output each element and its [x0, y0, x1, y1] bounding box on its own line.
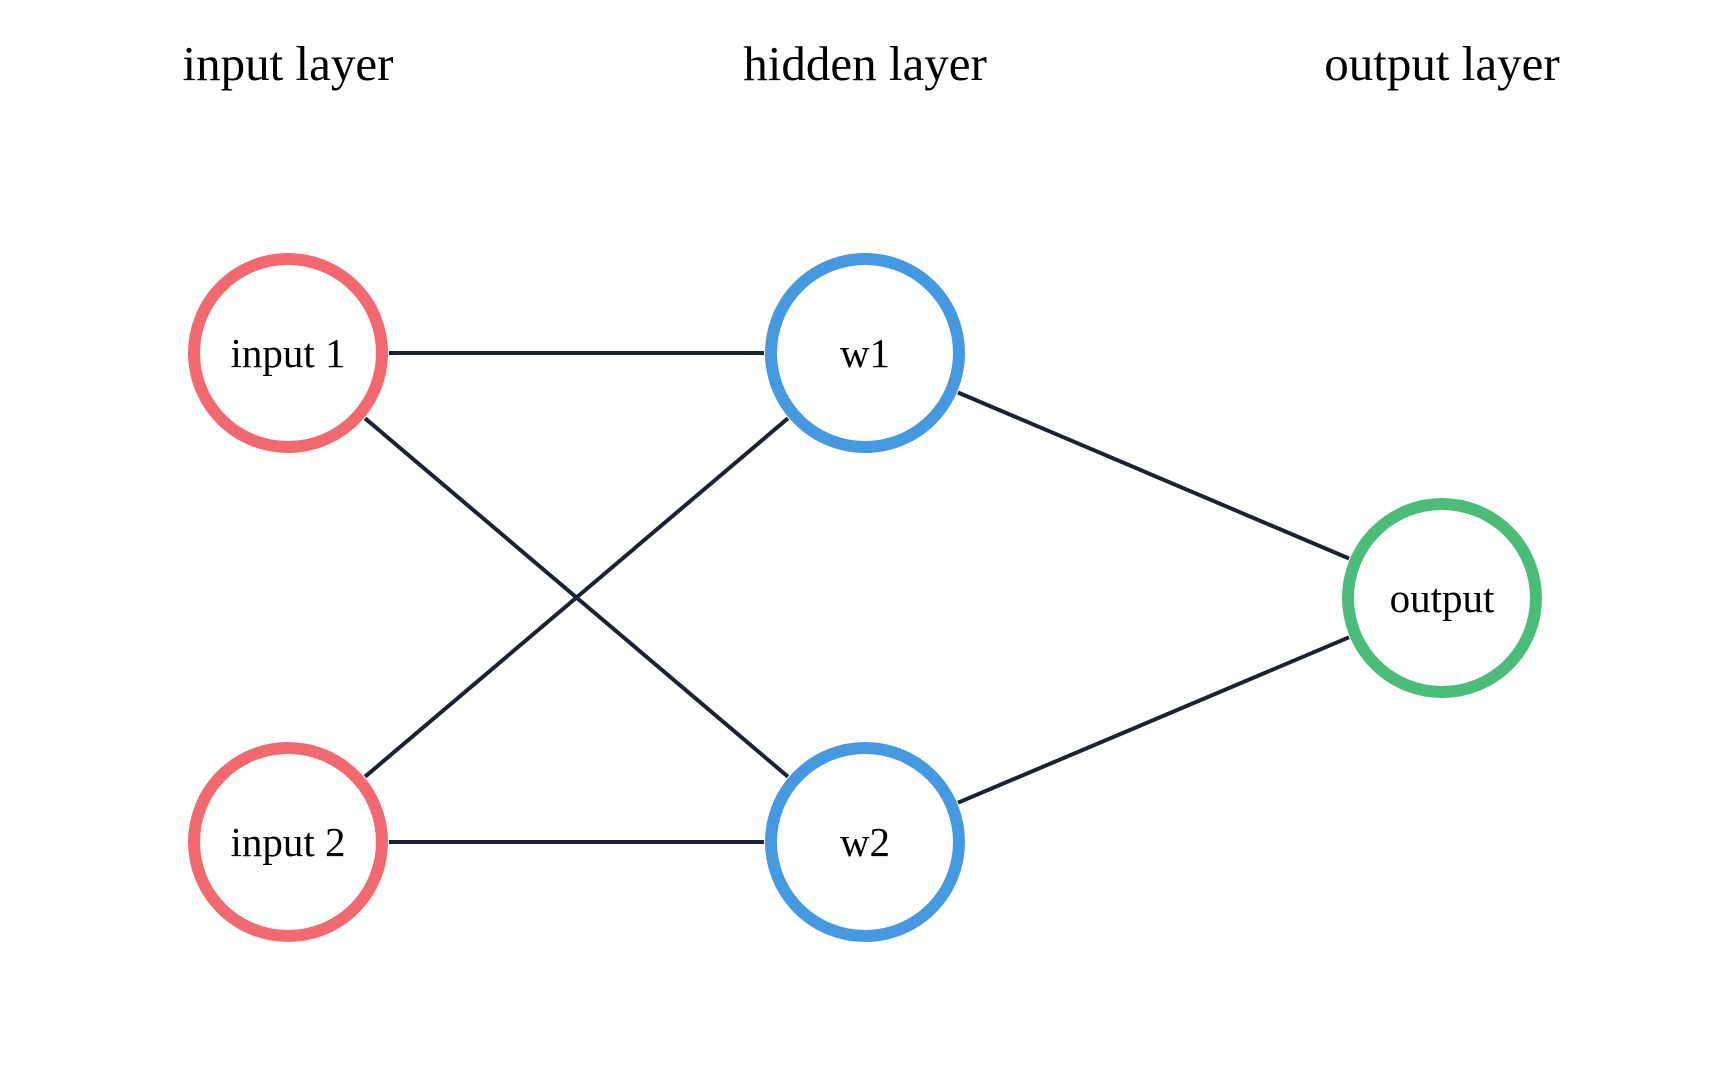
node-label-input2: input 2 [230, 819, 345, 865]
layer-title-hidden: hidden layer [743, 36, 987, 91]
node-input2: input 2 [188, 742, 388, 942]
edge-input2-w1 [363, 416, 790, 779]
node-ring-input2 [188, 742, 388, 942]
node-w1: w1 [765, 253, 965, 453]
node-ring-w1 [765, 253, 965, 453]
node-label-input1: input 1 [230, 330, 345, 376]
node-label-w2: w2 [840, 819, 890, 865]
edge-w2-output [957, 635, 1350, 805]
edge-w1-output [957, 390, 1350, 561]
node-ring-output [1342, 498, 1542, 698]
node-ring-w2 [765, 742, 965, 942]
node-w2: w2 [765, 742, 965, 942]
node-label-w1: w1 [840, 330, 890, 376]
node-input1: input 1 [188, 253, 388, 453]
connections [363, 351, 1350, 844]
node-ring-input1 [188, 253, 388, 453]
layer-title-output: output layer [1324, 36, 1559, 91]
node-label-output: output [1390, 575, 1495, 621]
neurons: input 1 input 2 w1 w2 output [188, 253, 1542, 942]
layer-title-input: input layer [183, 36, 394, 91]
node-output: output [1342, 498, 1542, 698]
